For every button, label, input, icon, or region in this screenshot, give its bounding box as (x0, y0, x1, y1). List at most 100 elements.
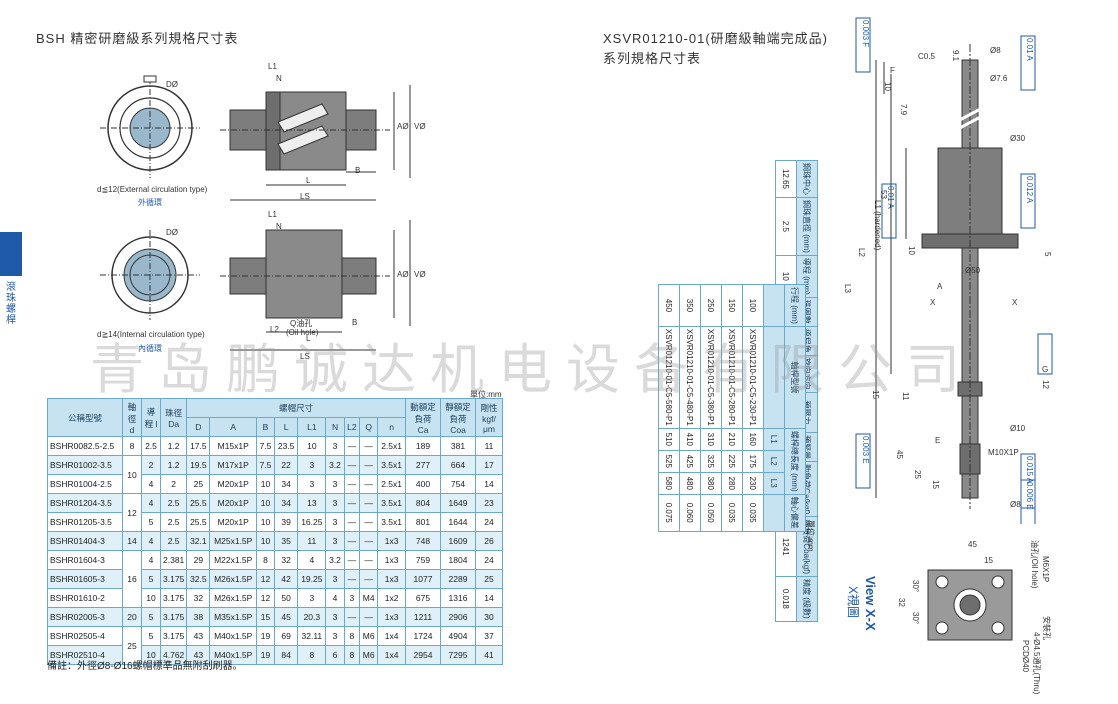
tol-1: 0.003 F (861, 20, 870, 48)
shaft-drawing (855, 17, 1053, 524)
table-cell: 2.5 (159, 512, 188, 532)
th-dynamic: 動額定負荷 Ca (405, 398, 441, 437)
table-cell: 8 (255, 550, 276, 570)
th-nut-dims: 螺帽尺寸 (186, 398, 406, 418)
table-cell: 2289 (440, 569, 476, 589)
table-cell: 3.2 (325, 455, 345, 475)
th-model: 公稱型號 (47, 398, 123, 437)
table-cell: 37 (475, 626, 503, 646)
table-cell: 4904 (440, 626, 476, 646)
dim-A-bottom: AØ (397, 270, 409, 279)
table-cell: 11 (475, 436, 503, 456)
sidebar-label: 滾珠螺桿 (6, 282, 16, 326)
table-cell: 1.2 (159, 436, 188, 456)
table-cell: 7.5 (255, 436, 276, 456)
internal-label: 內循環 (138, 344, 162, 353)
table-cell: 8 (122, 436, 142, 456)
table-cell: 2.5 (159, 493, 188, 513)
table-cell: M22x1.5P (209, 550, 257, 570)
table-cell: 10 (255, 512, 276, 532)
table-cell: 10 (255, 531, 276, 551)
table-cell: 24 (475, 550, 503, 570)
left-title: BSH 精密研磨級系列規格尺寸表 (36, 31, 239, 46)
oil-hole-caption: Q油孔 (290, 319, 313, 328)
table-cell: — (343, 474, 361, 494)
table-cell: 30 (475, 607, 503, 627)
table-cell: 3 (343, 588, 361, 608)
table-cell: M6 (359, 645, 379, 665)
table-cell: 17.5 (186, 436, 211, 456)
table-cell: 1x3 (377, 531, 406, 551)
label-12: 12 (1041, 380, 1050, 389)
view-x-x-drawing (927, 569, 1013, 641)
table-cell: 32.11 (297, 626, 327, 646)
stroke-cell: 250 (700, 284, 722, 327)
stroke-cell: 0.050 (700, 494, 722, 532)
th-static: 靜額定負荷 Coa (440, 398, 476, 437)
stroke-cell: 580 (658, 472, 680, 495)
table-cell: 3 (325, 626, 345, 646)
table-cell: 12 (255, 588, 276, 608)
stroke-cell: 225 (721, 450, 743, 473)
table-cell: 25 (122, 626, 142, 665)
stroke-cell: 0.060 (679, 494, 701, 532)
table-cell: 13 (297, 493, 327, 513)
table-cell: 7.5 (255, 455, 276, 475)
table-cell: BSHR01002-3.5 (47, 455, 123, 475)
table-cell: 1x4 (377, 645, 406, 665)
table-cell: 10 (255, 493, 276, 513)
table-cell: 277 (405, 455, 441, 475)
table-cell: — (359, 493, 379, 513)
table-cell: 804 (405, 493, 441, 513)
table-cell: 3 (297, 455, 327, 475)
label-d10: Ø10 (1010, 424, 1026, 433)
label-25: 25 (913, 470, 922, 479)
th-rigidity: 剛性 kgf/μm (475, 398, 503, 437)
table-cell: 32.1 (186, 531, 211, 551)
table-cell: BSHR01610-2 (47, 588, 123, 608)
table-cell: 10 (141, 588, 161, 608)
table-cell: 1804 (440, 550, 476, 570)
sidebar-tab (0, 232, 22, 276)
table-cell: 4 (141, 493, 161, 513)
stroke-cell: 160 (742, 428, 764, 451)
table-cell: 2.5 (141, 436, 161, 456)
table-cell: BSHR01604-3 (47, 550, 123, 570)
label-d30: Ø30 (1010, 134, 1026, 143)
label-d8: Ø8 (990, 46, 1001, 55)
table-cell: 2 (159, 474, 188, 494)
stroke-cell: 350 (679, 284, 701, 327)
tol-3: 0.012 A (1025, 176, 1034, 204)
tol-2: 0.01 A (1025, 38, 1034, 61)
stroke-sub-empty (763, 494, 785, 532)
table-cell: M17x1P (209, 455, 257, 475)
table-cell: 38 (186, 607, 211, 627)
dim-L-bottom: L (306, 334, 311, 343)
right-title-line2: 系列規格尺寸表 (603, 51, 702, 66)
table-cell: 3 (325, 607, 345, 627)
table-cell: 39 (274, 512, 299, 532)
table-cell: 43 (186, 626, 211, 646)
table-cell: 1211 (405, 607, 441, 627)
table-cell: 20.3 (297, 607, 327, 627)
dim-V-top: VØ (414, 122, 426, 131)
table-cell: 10 (122, 455, 142, 494)
label-91: 9.1 (951, 50, 960, 62)
table-cell: 3.5x1 (377, 493, 406, 513)
th-lead: 導程 l (141, 398, 161, 437)
table-cell: 29 (186, 550, 211, 570)
view-title-cn: X視圖 (846, 586, 860, 619)
view-mount: 安裝孔 (1042, 616, 1051, 640)
dim-V-bottom: VØ (414, 270, 426, 279)
label-l3: L3 (843, 284, 852, 293)
table-cell: — (359, 607, 379, 627)
